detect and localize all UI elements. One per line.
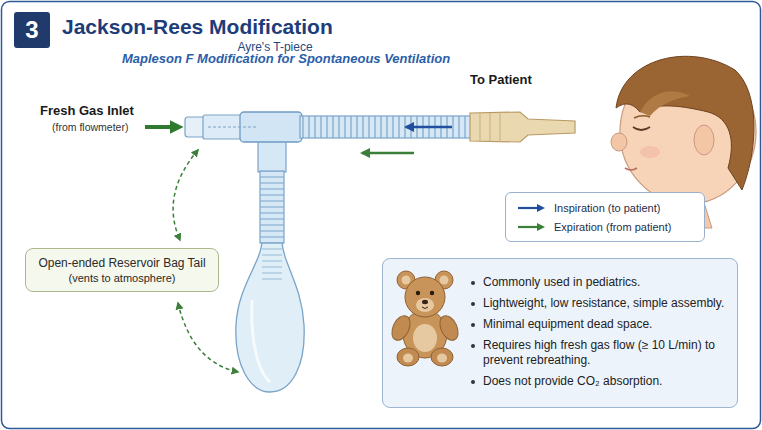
legend-box: Inspiration (to patient) Expiration (from… <box>505 192 705 242</box>
bullet-dot <box>471 380 475 384</box>
legend-arrow-sample <box>516 203 546 213</box>
bullet-item: Requires high fresh gas flow (≥ 10 L/min… <box>471 338 725 368</box>
bullet-text: Commonly used in pediatrics. <box>483 275 640 290</box>
bullet-item: Does not provide CO₂ absorption. <box>471 374 725 389</box>
teddy-bear <box>388 271 461 366</box>
callout-box: Open-ended Reservoir Bag Tail (vents to a… <box>25 248 218 292</box>
bullet-text: Lightweight, low resistance, simple asse… <box>483 296 724 311</box>
legend-text: Expiration (from patient) <box>554 221 671 233</box>
diagram-title: Jackson-Rees Modification <box>62 15 333 39</box>
part-label: Ayre's T-piece <box>215 40 335 54</box>
part-label: To Patient <box>470 72 532 87</box>
box-note: (vents to atmosphere) <box>38 272 205 284</box>
bullet-dot <box>471 302 475 306</box>
part-label: Fresh Gas Inlet <box>40 103 134 118</box>
part-note: (from flowmeter) <box>52 121 128 133</box>
inspiration-arrow <box>406 126 452 129</box>
legend-row: Inspiration (to patient) <box>516 198 694 217</box>
bullet-text: Does not provide CO₂ absorption. <box>483 374 662 389</box>
box-heading: 3 <box>25 16 38 44</box>
bullet-text: Requires high fresh gas flow (≥ 10 L/min… <box>483 338 725 368</box>
leader-arrow <box>173 150 198 240</box>
bullet-item: Commonly used in pediatrics. <box>471 275 725 290</box>
patient-connector <box>470 112 575 142</box>
info-panel-ground <box>382 258 738 408</box>
reservoir-bag <box>236 240 304 392</box>
bullet-dot <box>471 344 475 348</box>
t-piece-stem <box>258 139 286 172</box>
box-heading: Open-ended Reservoir Bag Tail <box>38 256 205 270</box>
leader-arrow <box>178 303 238 372</box>
bullet-item: Lightweight, low resistance, simple asse… <box>471 296 725 311</box>
fresh-gas-port <box>185 117 205 137</box>
expiration-arrow <box>362 152 414 155</box>
legend-arrow-sample <box>516 222 546 232</box>
bullet-dot <box>471 323 475 327</box>
legend-row: Expiration (from patient) <box>516 217 694 236</box>
legend-text: Inspiration (to patient) <box>554 202 660 214</box>
info-panel: Commonly used in pediatrics. Lightweight,… <box>382 258 738 408</box>
fresh-gas-arrow <box>145 125 178 129</box>
bullet-item: Minimal equipment dead space. <box>471 317 725 332</box>
bullet-text: Minimal equipment dead space. <box>483 317 652 332</box>
bullet-dot <box>471 281 475 285</box>
corrugated-limb <box>260 171 284 243</box>
section-badge: 3 <box>14 12 50 48</box>
corrugated-tube <box>300 116 472 138</box>
